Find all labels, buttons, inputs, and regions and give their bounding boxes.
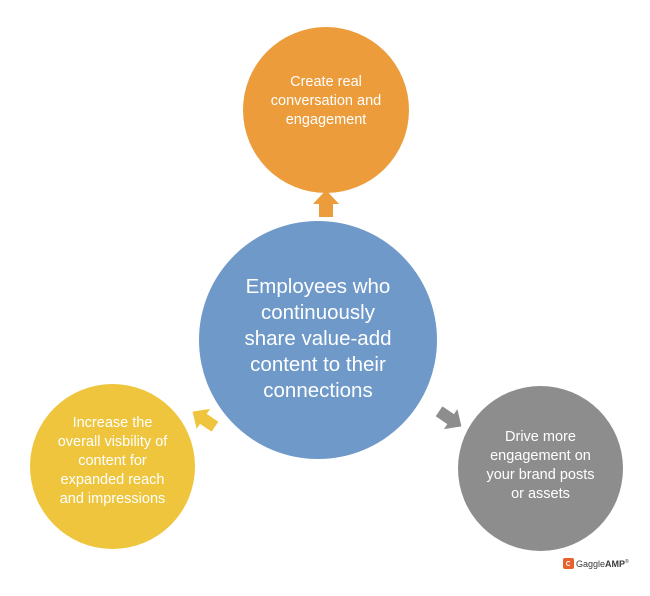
top-circle: Create real conversation and engagement (243, 27, 409, 193)
arrow-to-right (435, 406, 462, 430)
left-circle-text: Increase the overall visbility of conten… (57, 415, 168, 507)
right-circle-text: Drive more engagement on your brand post… (486, 428, 595, 502)
logo-brand-bold: AMP (605, 558, 626, 569)
arrow-to-top (313, 190, 339, 217)
logo-registered-mark: ® (625, 558, 629, 565)
top-circle-text: Create real conversation and engagement (270, 73, 382, 128)
right-circle: Drive more engagement on your brand post… (458, 386, 623, 551)
center-circle: Employees who continuously share value-a… (199, 221, 437, 459)
gaggleamp-logo-icon (563, 558, 574, 569)
left-circle: Increase the overall visbility of conten… (30, 384, 195, 549)
center-circle-text: Employees who continuously share value-a… (244, 275, 392, 402)
logo-brand: Gaggle (576, 558, 606, 569)
logo-wordmark: GaggleAMP® (576, 559, 629, 569)
gaggleamp-logo: GaggleAMP® (563, 558, 629, 569)
arrow-to-left (192, 408, 219, 432)
